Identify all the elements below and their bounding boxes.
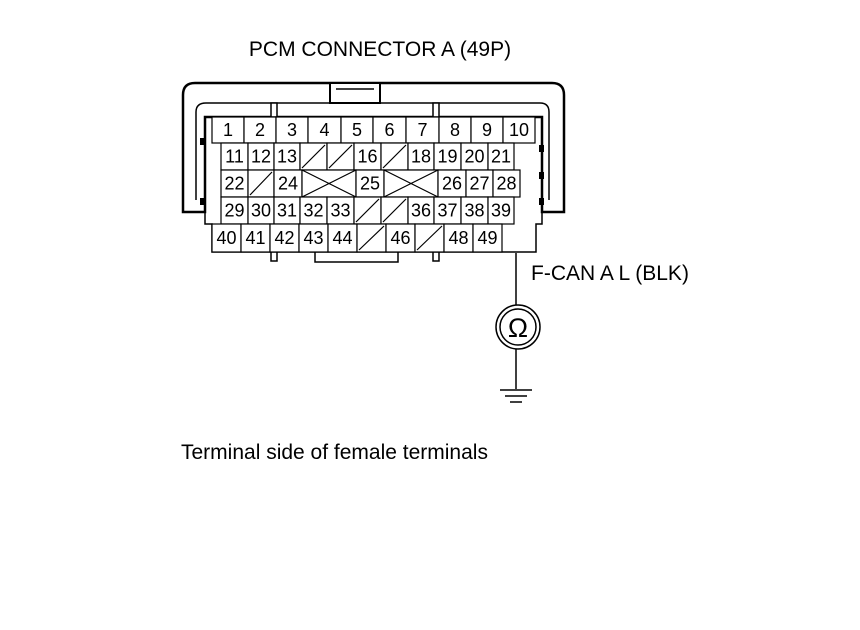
terminal-number: 11	[225, 147, 244, 167]
terminal-number: 4	[319, 120, 329, 140]
guide-post-left	[270, 102, 278, 118]
terminal-number: 20	[464, 147, 484, 167]
terminal-cell	[472, 223, 503, 253]
locking-tab	[329, 82, 381, 104]
wire-label: F-CAN A L (BLK)	[531, 262, 689, 285]
terminal-number: 40	[216, 228, 236, 248]
terminal-number: 24	[278, 174, 298, 194]
terminal-number: 33	[330, 201, 350, 221]
terminal-cell	[385, 223, 416, 253]
blank-cavity-mark	[416, 225, 443, 251]
terminal-cell	[340, 116, 374, 144]
blank-cavity-mark	[328, 144, 353, 169]
terminal-number: 16	[357, 147, 377, 167]
blank-cavity-mark	[382, 144, 407, 169]
terminal-number: 27	[469, 174, 489, 194]
terminal-cell	[220, 142, 249, 171]
terminal-number: 22	[224, 174, 244, 194]
blank-cavity-mark	[301, 144, 326, 169]
terminal-number: 48	[448, 228, 468, 248]
ohmmeter-icon	[495, 304, 541, 350]
terminal-number: 12	[251, 147, 271, 167]
terminal-cell	[372, 116, 407, 144]
blank-cavity-mark	[249, 171, 273, 196]
connector-title: PCM CONNECTOR A (49P)	[248, 38, 512, 61]
terminal-cell	[240, 223, 271, 253]
blank-cavity-mark	[383, 169, 439, 198]
terminal-number: 46	[390, 228, 410, 248]
terminal-cell	[437, 169, 467, 198]
terminal-number: 19	[437, 147, 457, 167]
terminal-number: 30	[251, 201, 271, 221]
blank-cavity-mark	[355, 198, 380, 223]
guide-post-right	[432, 102, 440, 118]
ground-icon	[500, 389, 532, 403]
terminal-number: 13	[277, 147, 297, 167]
terminal-cell	[438, 116, 472, 144]
terminal-cell	[405, 116, 440, 144]
terminal-number: 5	[352, 120, 362, 140]
terminal-number: 1	[223, 120, 233, 140]
terminal-number: 39	[491, 201, 511, 221]
terminal-number: 29	[224, 201, 244, 221]
terminal-cell	[275, 116, 309, 144]
terminal-number: 2	[255, 120, 265, 140]
terminal-cell	[298, 223, 329, 253]
terminal-cell	[407, 142, 435, 171]
terminal-cell	[487, 196, 515, 225]
terminal-cell	[487, 142, 515, 171]
terminal-cell	[460, 142, 489, 171]
terminal-number: 43	[303, 228, 323, 248]
terminal-number: 10	[509, 120, 529, 140]
terminal-number: 32	[303, 201, 323, 221]
terminal-cell	[502, 116, 536, 144]
terminal-number: 38	[464, 201, 484, 221]
terminal-number: 44	[332, 228, 352, 248]
blank-cavity-mark	[382, 198, 407, 223]
meter-symbol: Ω	[508, 313, 528, 343]
terminal-cell	[460, 196, 489, 225]
terminal-number: 25	[360, 174, 380, 194]
blank-cavity-mark	[358, 225, 385, 251]
terminal-number: 21	[491, 147, 511, 167]
view-note: Terminal side of female terminals	[181, 441, 488, 464]
terminal-number: 28	[496, 174, 516, 194]
terminal-number: 42	[274, 228, 294, 248]
terminal-number: 36	[411, 201, 431, 221]
terminal-number: 37	[437, 201, 457, 221]
terminal-cell	[443, 223, 474, 253]
terminal-number: 3	[287, 120, 297, 140]
terminal-number: 6	[384, 120, 394, 140]
blank-cavity-mark	[301, 169, 357, 198]
connector-housing	[181, 81, 566, 214]
terminal-number: 31	[277, 201, 297, 221]
terminal-number: 49	[477, 228, 497, 248]
terminal-number: 7	[417, 120, 427, 140]
bottom-tab	[314, 252, 399, 263]
terminal-number: 8	[450, 120, 460, 140]
terminal-number: 9	[482, 120, 492, 140]
terminal-number: 26	[442, 174, 462, 194]
terminal-number: 18	[411, 147, 431, 167]
terminal-number: 41	[245, 228, 265, 248]
